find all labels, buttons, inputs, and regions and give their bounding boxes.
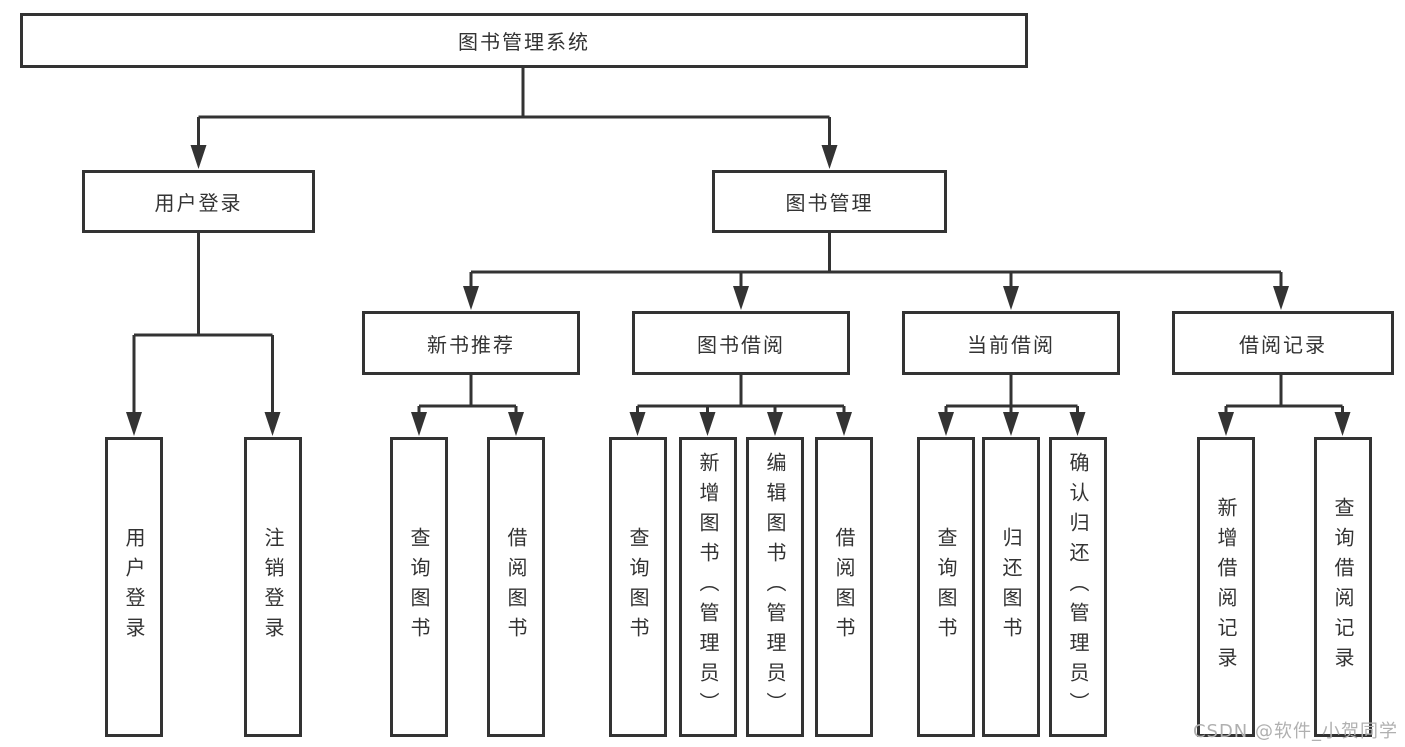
leaf-confirm-return-admin: 确认归还（管理员） [1049,437,1107,737]
leaf-query-books-borrowing: 查询图书 [609,437,667,737]
tree-edges [132,68,1344,414]
leaf-confirm-return-admin-label: 确认归还（管理员） [1066,452,1090,722]
node-borrowing-records: 借阅记录 [1172,311,1394,375]
leaf-query-books-current-label: 查询图书 [934,527,958,647]
node-user-login: 用户登录 [82,170,315,233]
node-book-borrowing: 图书借阅 [632,311,850,375]
leaf-query-borrow-record: 查询借阅记录 [1314,437,1372,737]
leaf-add-borrow-record: 新增借阅记录 [1197,437,1255,737]
watermark-text: CSDN @软件_小贺同学 [1192,721,1398,742]
node-current-borrowing: 当前借阅 [902,311,1120,375]
leaf-query-books-recommend: 查询图书 [390,437,448,737]
leaf-edit-book-admin: 编辑图书（管理员） [746,437,804,737]
leaf-query-books-recommend-label: 查询图书 [407,527,431,647]
leaf-add-borrow-record-label: 新增借阅记录 [1214,497,1238,677]
node-library-management-system: 图书管理系统 [20,13,1028,68]
leaf-borrow-books-recommend: 借阅图书 [487,437,545,737]
leaf-user-login-label: 用户登录 [122,527,146,647]
leaf-query-books-borrowing-label: 查询图书 [626,527,650,647]
leaf-return-book-label: 归还图书 [999,527,1023,647]
leaf-user-login: 用户登录 [105,437,163,737]
leaf-add-book-admin: 新增图书（管理员） [679,437,737,737]
leaf-borrow-books-borrowing: 借阅图书 [815,437,873,737]
leaf-logout-label: 注销登录 [261,527,285,647]
leaf-borrow-books-recommend-label: 借阅图书 [504,527,528,647]
node-book-management: 图书管理 [712,170,947,233]
leaf-edit-book-admin-label: 编辑图书（管理员） [763,452,787,722]
node-new-book-recommendation: 新书推荐 [362,311,580,375]
arrowhead-icons [126,145,1351,436]
leaf-query-books-current: 查询图书 [917,437,975,737]
leaf-query-borrow-record-label: 查询借阅记录 [1331,497,1355,677]
leaf-logout: 注销登录 [244,437,302,737]
leaf-return-book: 归还图书 [982,437,1040,737]
leaf-borrow-books-borrowing-label: 借阅图书 [832,527,856,647]
leaf-add-book-admin-label: 新增图书（管理员） [696,452,720,722]
